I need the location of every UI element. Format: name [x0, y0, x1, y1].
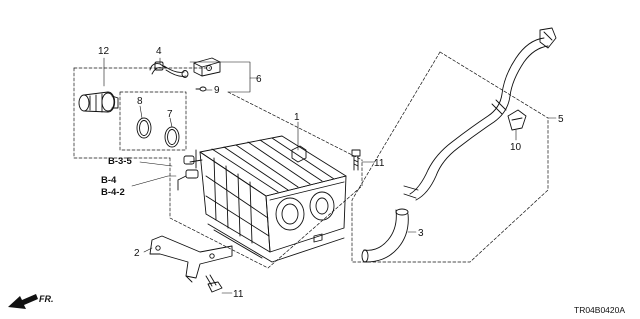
- part-11-bolt-upper: [351, 149, 361, 171]
- group-outline-12: [73, 67, 211, 159]
- callout-10: 10: [510, 142, 522, 153]
- callout-3: 3: [418, 228, 424, 239]
- part-9-fitting: [195, 86, 207, 92]
- callout-7: 7: [167, 109, 173, 120]
- callout-12: 12: [98, 46, 110, 57]
- callout-2: 2: [134, 248, 140, 259]
- callout-11-upper: 11: [374, 158, 385, 169]
- part-10-sensor: [507, 109, 527, 131]
- reference-b-4: B-4: [101, 175, 117, 186]
- callout-6: 6: [256, 74, 262, 85]
- callout-1: 1: [294, 112, 300, 123]
- diagram-code: TR04B0420A: [574, 305, 625, 315]
- part-3-hose: [361, 208, 409, 263]
- front-direction-arrow-icon: [8, 294, 38, 309]
- leader-lines: [103, 57, 557, 294]
- part-5-hose: [403, 27, 557, 201]
- part-1-canister: [177, 135, 347, 263]
- part-6-valve: [193, 57, 221, 77]
- reference-b-3-5: B-3-5: [108, 156, 132, 167]
- group-outline-canister: [169, 91, 363, 269]
- part-11-bolt-lower: [205, 274, 223, 293]
- group-outline-hose: [351, 51, 549, 263]
- part-12-connector: [78, 91, 119, 113]
- part-7-o-ring: [164, 126, 180, 148]
- front-direction-label: FR.: [39, 294, 54, 304]
- part-8-o-ring: [136, 117, 152, 139]
- callout-11-lower: 11: [233, 289, 244, 300]
- reference-b-4-2: B-4-2: [101, 187, 125, 198]
- part-4-pipe: [149, 61, 189, 78]
- callout-5: 5: [558, 114, 564, 125]
- callout-8: 8: [137, 96, 143, 107]
- callout-9: 9: [214, 85, 220, 96]
- part-2-bracket: [149, 235, 233, 283]
- callout-4: 4: [156, 46, 162, 57]
